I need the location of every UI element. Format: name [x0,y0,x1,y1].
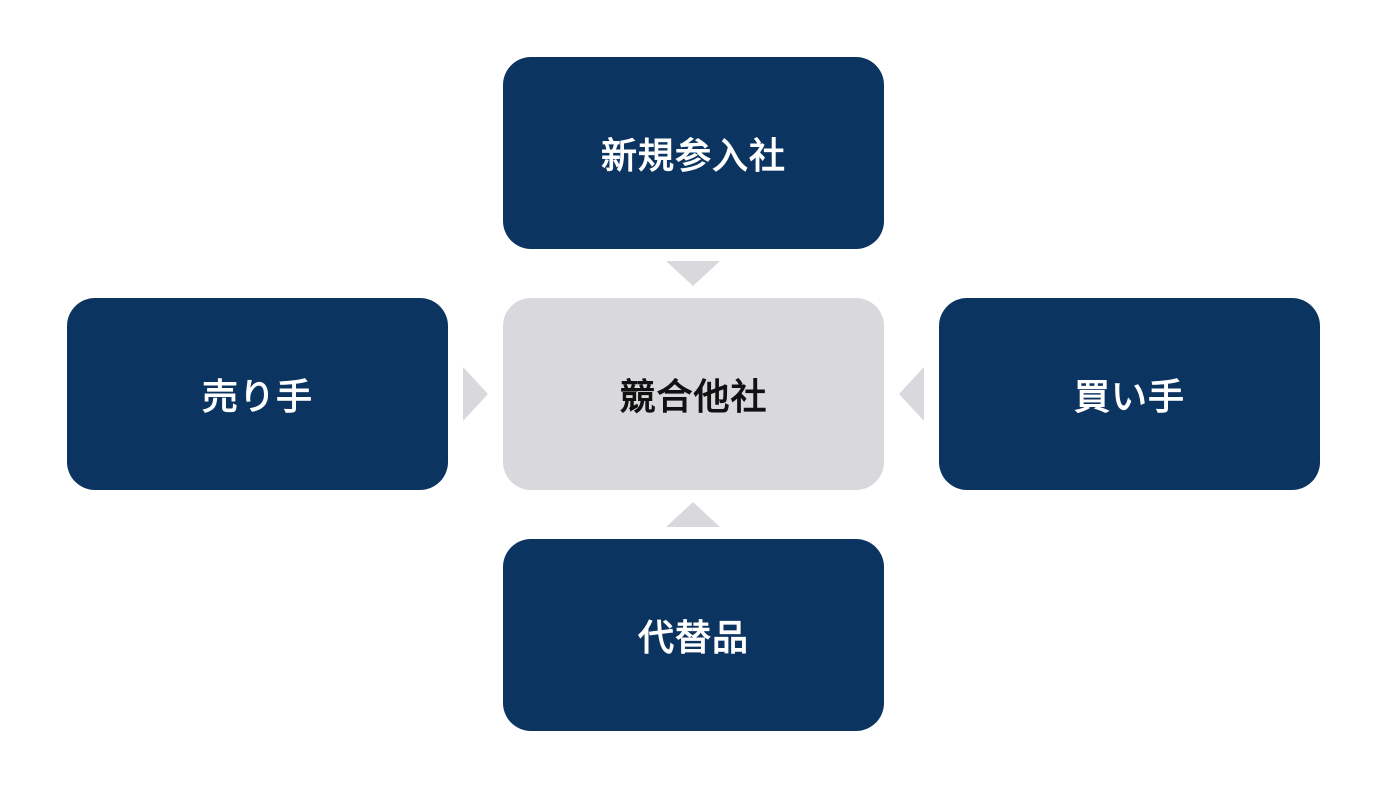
buyers-label: 買い手 [1073,377,1185,418]
arrow-up-icon [666,502,720,527]
substitutes-label: 代替品 [637,618,749,659]
new-entrants-box: 新規参入社 [503,57,884,249]
competitors-box: 競合他社 [503,298,884,490]
competitors-label: 競合他社 [619,377,768,418]
suppliers-label: 売り手 [201,377,313,418]
suppliers-box: 売り手 [67,298,448,490]
arrow-down-icon [666,261,720,286]
buyers-box: 買い手 [939,298,1320,490]
arrow-right-icon [463,367,488,421]
new-entrants-label: 新規参入社 [600,136,786,177]
substitutes-box: 代替品 [503,539,884,731]
arrow-left-icon [899,367,924,421]
